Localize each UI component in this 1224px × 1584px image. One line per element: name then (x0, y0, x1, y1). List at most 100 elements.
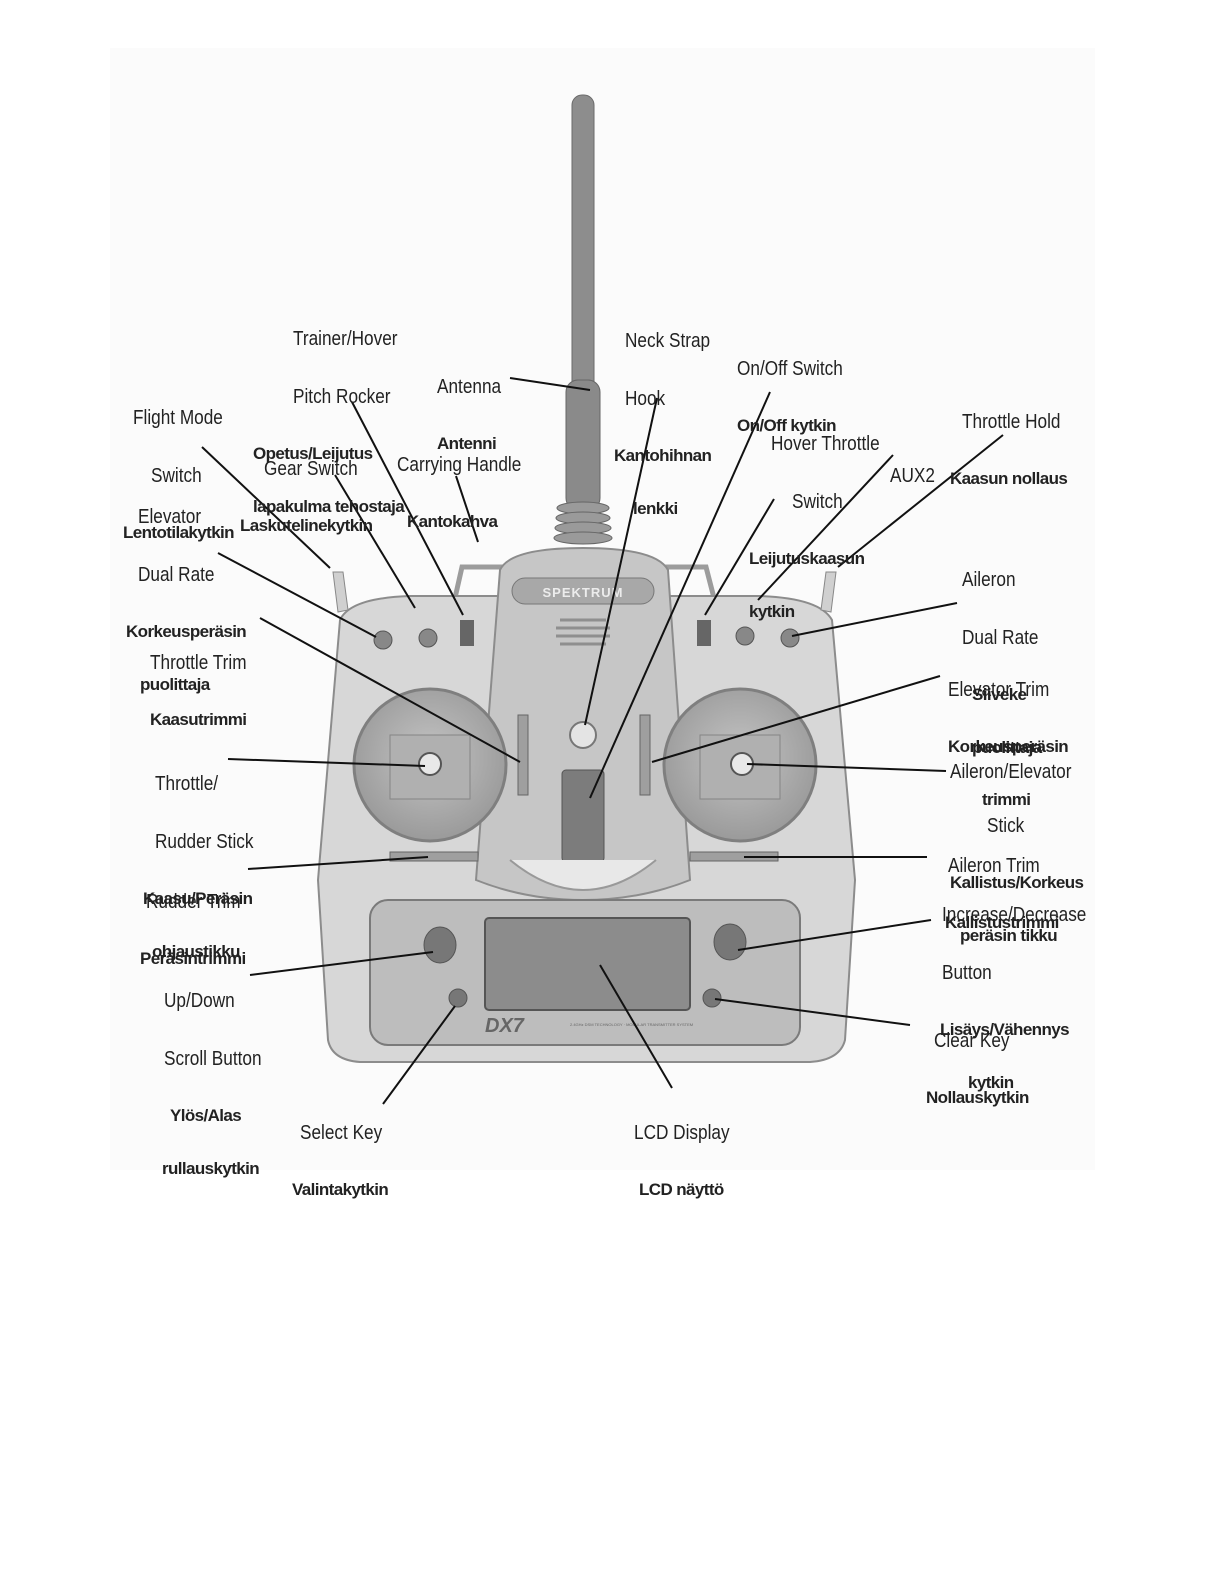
updown-fi-2: rullauskytkin (162, 1159, 260, 1178)
updown-en-1: Up/Down (164, 990, 235, 1012)
rudder-trim[interactable] (389, 851, 479, 862)
clear-key[interactable] (702, 988, 722, 1008)
ailerondr-fi-2: puolittaja (972, 738, 1042, 757)
leader-onoff (589, 391, 771, 799)
neckstrap-en-2: Hook (625, 388, 666, 410)
scroll-button[interactable] (423, 926, 457, 964)
leader-ailstick (746, 763, 947, 772)
throttle-hold-switch[interactable] (820, 571, 837, 613)
throttlestick-fi-2: ohjaustikku (152, 942, 240, 961)
trainer-en-2: Pitch Rocker (293, 386, 391, 408)
label-handle: Carrying Handle Kantokahva (397, 423, 542, 546)
leader-aux2 (757, 454, 894, 601)
ailerondr-en-2: Dual Rate (962, 627, 1039, 649)
label-clear: Clear Key Nollauskytkin (926, 999, 1029, 1122)
label-ailstick: Aileron/Elevator Stick Kallistus/Korkeus… (950, 730, 1091, 960)
ailstick-fi-2: peräsin tikku (960, 926, 1058, 945)
label-elevtrim: Elevator Trim Korkeusperäsin trimmi (948, 648, 1069, 824)
trainer-en-1: Trainer/Hover (293, 328, 398, 350)
ailstick-fi-1: Kallistus/Korkeus (950, 873, 1084, 892)
leader-hover (704, 498, 775, 616)
speaker-grille (556, 618, 610, 646)
lcd-display (484, 917, 691, 1011)
throttlestick-en-1: Throttle/ (155, 773, 219, 795)
label-trainer: Trainer/Hover Pitch Rocker Opetus/Leijut… (253, 297, 415, 531)
updown-en-2: Scroll Button (164, 1048, 262, 1070)
elevtrim-fi-2: trimmi (982, 790, 1031, 809)
label-antenna: Antenna Antenni (437, 345, 512, 468)
left-gimbal (352, 687, 529, 862)
throttlestick-fi-1: Kaasu/Peräsin (143, 889, 253, 908)
leader-handle (455, 475, 479, 543)
trainer-fi-2: lapakulma tehostaja (253, 497, 405, 516)
leader-antenna (509, 377, 591, 391)
label-flightmode: Flight Mode Switch Lentotilakytkin (123, 376, 238, 557)
gear-switch[interactable] (418, 628, 438, 648)
elevdr-en-1: Elevator (138, 506, 202, 528)
leader-ruddertrim (247, 856, 429, 870)
clear-en: Clear Key (934, 1030, 1010, 1052)
hover-throttle-switch[interactable] (697, 620, 711, 646)
increase-decrease-button[interactable] (713, 923, 747, 961)
throttle-rudder-stick[interactable] (418, 752, 442, 776)
label-select: Select Key Valintakytkin (292, 1091, 396, 1214)
flight-mode-switch[interactable] (332, 571, 349, 613)
select-en: Select Key (300, 1122, 383, 1144)
leader-elevdr (217, 552, 377, 638)
incdec-fi-1: Lisäys/Vähennys (940, 1020, 1070, 1039)
trainer-pitch-rocker[interactable] (460, 620, 474, 646)
throttlehold-fi: Kaasun nollaus (950, 469, 1068, 488)
leader-throttletrim (259, 617, 521, 763)
throttle-trim[interactable] (517, 714, 529, 796)
right-gimbal (639, 687, 818, 862)
on-off-switch[interactable] (561, 769, 605, 863)
ailstick-en-1: Aileron/Elevator (950, 761, 1072, 783)
label-neckstrap: Neck Strap Hook Kantohihnan lenkki (614, 299, 724, 533)
clear-fi: Nollauskytkin (926, 1088, 1029, 1107)
select-fi: Valintakytkin (292, 1180, 389, 1199)
leader-throttlehold (837, 434, 1004, 568)
brand-logo: SPEKTRUM (543, 585, 624, 600)
antenna-fi: Antenni (437, 434, 497, 453)
ailerondr-fi-1: Siiveke (972, 685, 1027, 704)
elevtrim-fi-1: Korkeusperäsin (948, 737, 1069, 756)
callout-leaders (201, 377, 1004, 1105)
elevator-dual-rate-switch[interactable] (373, 630, 393, 650)
hover-fi-2: kytkin (749, 602, 795, 621)
handle-en: Carrying Handle (397, 454, 522, 476)
hover-en-1: Hover Throttle (771, 433, 880, 455)
flightmode-en-1: Flight Mode (133, 407, 223, 429)
neckstrap-en-1: Neck Strap (625, 330, 711, 352)
leader-updown (249, 951, 434, 976)
updown-fi-1: Ylös/Alas (170, 1106, 242, 1125)
label-ruddertrim: Rudder Trim Peräsintrimmi (140, 860, 256, 983)
label-gear: Gear Switch Laskutelinekytkin (240, 427, 373, 550)
aileron-dual-rate-switch[interactable] (780, 628, 800, 648)
ailstick-en-2: Stick (987, 815, 1025, 837)
elevator-trim[interactable] (639, 714, 651, 796)
throttletrim-fi: Kaasutrimmi (150, 710, 247, 729)
neck-strap-hook (569, 721, 597, 749)
leader-flightmode (201, 446, 331, 569)
label-ailerondr: Aileron Dual Rate Siiveke puolittaja (962, 538, 1051, 772)
incdec-en-2: Button (942, 962, 992, 984)
elevdr-fi-2: puolittaja (140, 675, 210, 694)
trainer-fi-1: Opetus/Leijutus (253, 444, 373, 463)
label-throttletrim: Throttle Trim Kaasutrimmi (150, 621, 262, 744)
label-throttlestick: Throttle/ Rudder Stick Kaasu/Peräsin ohj… (143, 742, 270, 976)
incdec-en-1: Increase/Decrease (942, 904, 1087, 926)
top-switches (332, 571, 837, 650)
label-lcd: LCD Display LCD näyttö (634, 1091, 745, 1214)
onoff-en: On/Off Switch (737, 358, 843, 380)
label-updown: Up/Down Scroll Button Ylös/Alas rullausk… (162, 959, 277, 1193)
select-key[interactable] (448, 988, 468, 1008)
leader-neckstrap (584, 397, 658, 726)
label-aux2: AUX2 (890, 434, 942, 502)
leader-lcd (599, 964, 673, 1089)
ruddertrim-en: Rudder Trim (146, 891, 241, 913)
aux2-switch[interactable] (735, 626, 755, 646)
leader-elevtrim (651, 675, 941, 763)
ailtrim-fi: Kallistustrimmi (945, 913, 1059, 932)
flightmode-en-2: Switch (151, 465, 202, 487)
